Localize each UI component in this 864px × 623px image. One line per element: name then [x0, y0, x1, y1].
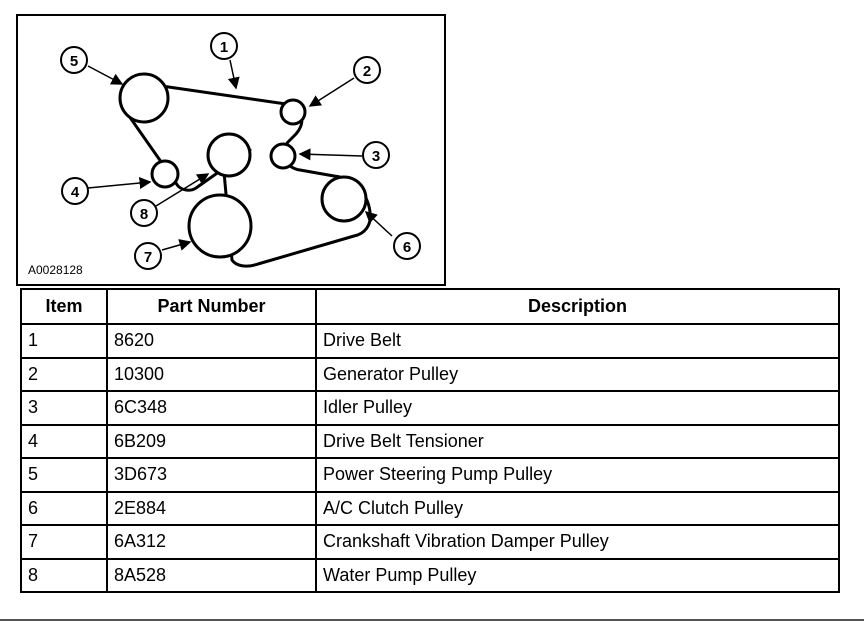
- callout-7: 7: [134, 242, 162, 270]
- callout-4: 4: [61, 177, 89, 205]
- cell-description: Drive Belt: [315, 323, 840, 359]
- figure-id-label: A0028128: [28, 263, 83, 277]
- cell-description: Drive Belt Tensioner: [315, 423, 840, 459]
- cell-item: 4: [20, 423, 108, 459]
- table-row: 5 3D673 Power Steering Pump Pulley: [20, 457, 840, 493]
- cell-part-number: 6C348: [106, 390, 317, 426]
- cell-description: Power Steering Pump Pulley: [315, 457, 840, 493]
- cell-part-number: 6A312: [106, 524, 317, 560]
- cell-item: 1: [20, 323, 108, 359]
- cell-item: 6: [20, 490, 108, 526]
- tensioner-pulley: [150, 159, 180, 189]
- svg-text:4: 4: [71, 184, 80, 201]
- cell-item: 8: [20, 557, 108, 593]
- svg-text:5: 5: [70, 53, 78, 70]
- header-description: Description: [315, 288, 840, 325]
- cell-part-number: 6B209: [106, 423, 317, 459]
- cell-part-number: 10300: [106, 356, 317, 392]
- callout-5: 5: [60, 46, 88, 74]
- header-item: Item: [20, 288, 108, 325]
- ac-clutch-pulley: [320, 175, 368, 223]
- cell-description: Idler Pulley: [315, 390, 840, 426]
- svg-text:8: 8: [140, 206, 148, 223]
- table-row: 3 6C348 Idler Pulley: [20, 390, 840, 426]
- belt-routing-diagram: 1 2 3 4 5 6 7 8 A0028128: [16, 14, 446, 286]
- cell-part-number: 3D673: [106, 457, 317, 493]
- parts-table: Item Part Number Description 1 8620 Driv…: [20, 288, 840, 593]
- table-row: 4 6B209 Drive Belt Tensioner: [20, 423, 840, 459]
- bottom-divider: [0, 619, 864, 621]
- table-header-row: Item Part Number Description: [20, 288, 840, 325]
- callout-6: 6: [393, 232, 421, 260]
- callout-3: 3: [362, 141, 390, 169]
- table-row: 1 8620 Drive Belt: [20, 323, 840, 359]
- cell-part-number: 8A528: [106, 557, 317, 593]
- callout-2: 2: [353, 56, 381, 84]
- table-row: 6 2E884 A/C Clutch Pulley: [20, 490, 840, 526]
- cell-description: A/C Clutch Pulley: [315, 490, 840, 526]
- cell-item: 5: [20, 457, 108, 493]
- water-pump-pulley: [206, 132, 252, 178]
- svg-text:3: 3: [372, 148, 380, 165]
- svg-text:6: 6: [403, 239, 411, 256]
- power-steering-pulley: [118, 72, 170, 124]
- generator-pulley: [279, 98, 307, 126]
- diagram-drawing: 1 2 3 4 5 6 7 8: [60, 32, 421, 270]
- table-row: 8 8A528 Water Pump Pulley: [20, 557, 840, 593]
- callout-8: 8: [130, 199, 158, 227]
- svg-text:1: 1: [220, 39, 228, 56]
- svg-text:7: 7: [144, 249, 152, 266]
- table-row: 7 6A312 Crankshaft Vibration Damper Pull…: [20, 524, 840, 560]
- cell-item: 7: [20, 524, 108, 560]
- crankshaft-pulley: [187, 193, 253, 259]
- svg-text:2: 2: [363, 63, 371, 80]
- cell-part-number: 8620: [106, 323, 317, 359]
- table-row: 2 10300 Generator Pulley: [20, 356, 840, 392]
- callout-1: 1: [210, 32, 238, 60]
- cell-description: Crankshaft Vibration Damper Pulley: [315, 524, 840, 560]
- cell-item: 2: [20, 356, 108, 392]
- header-part-number: Part Number: [106, 288, 317, 325]
- cell-item: 3: [20, 390, 108, 426]
- cell-part-number: 2E884: [106, 490, 317, 526]
- idler-pulley: [269, 142, 297, 170]
- cell-description: Generator Pulley: [315, 356, 840, 392]
- cell-description: Water Pump Pulley: [315, 557, 840, 593]
